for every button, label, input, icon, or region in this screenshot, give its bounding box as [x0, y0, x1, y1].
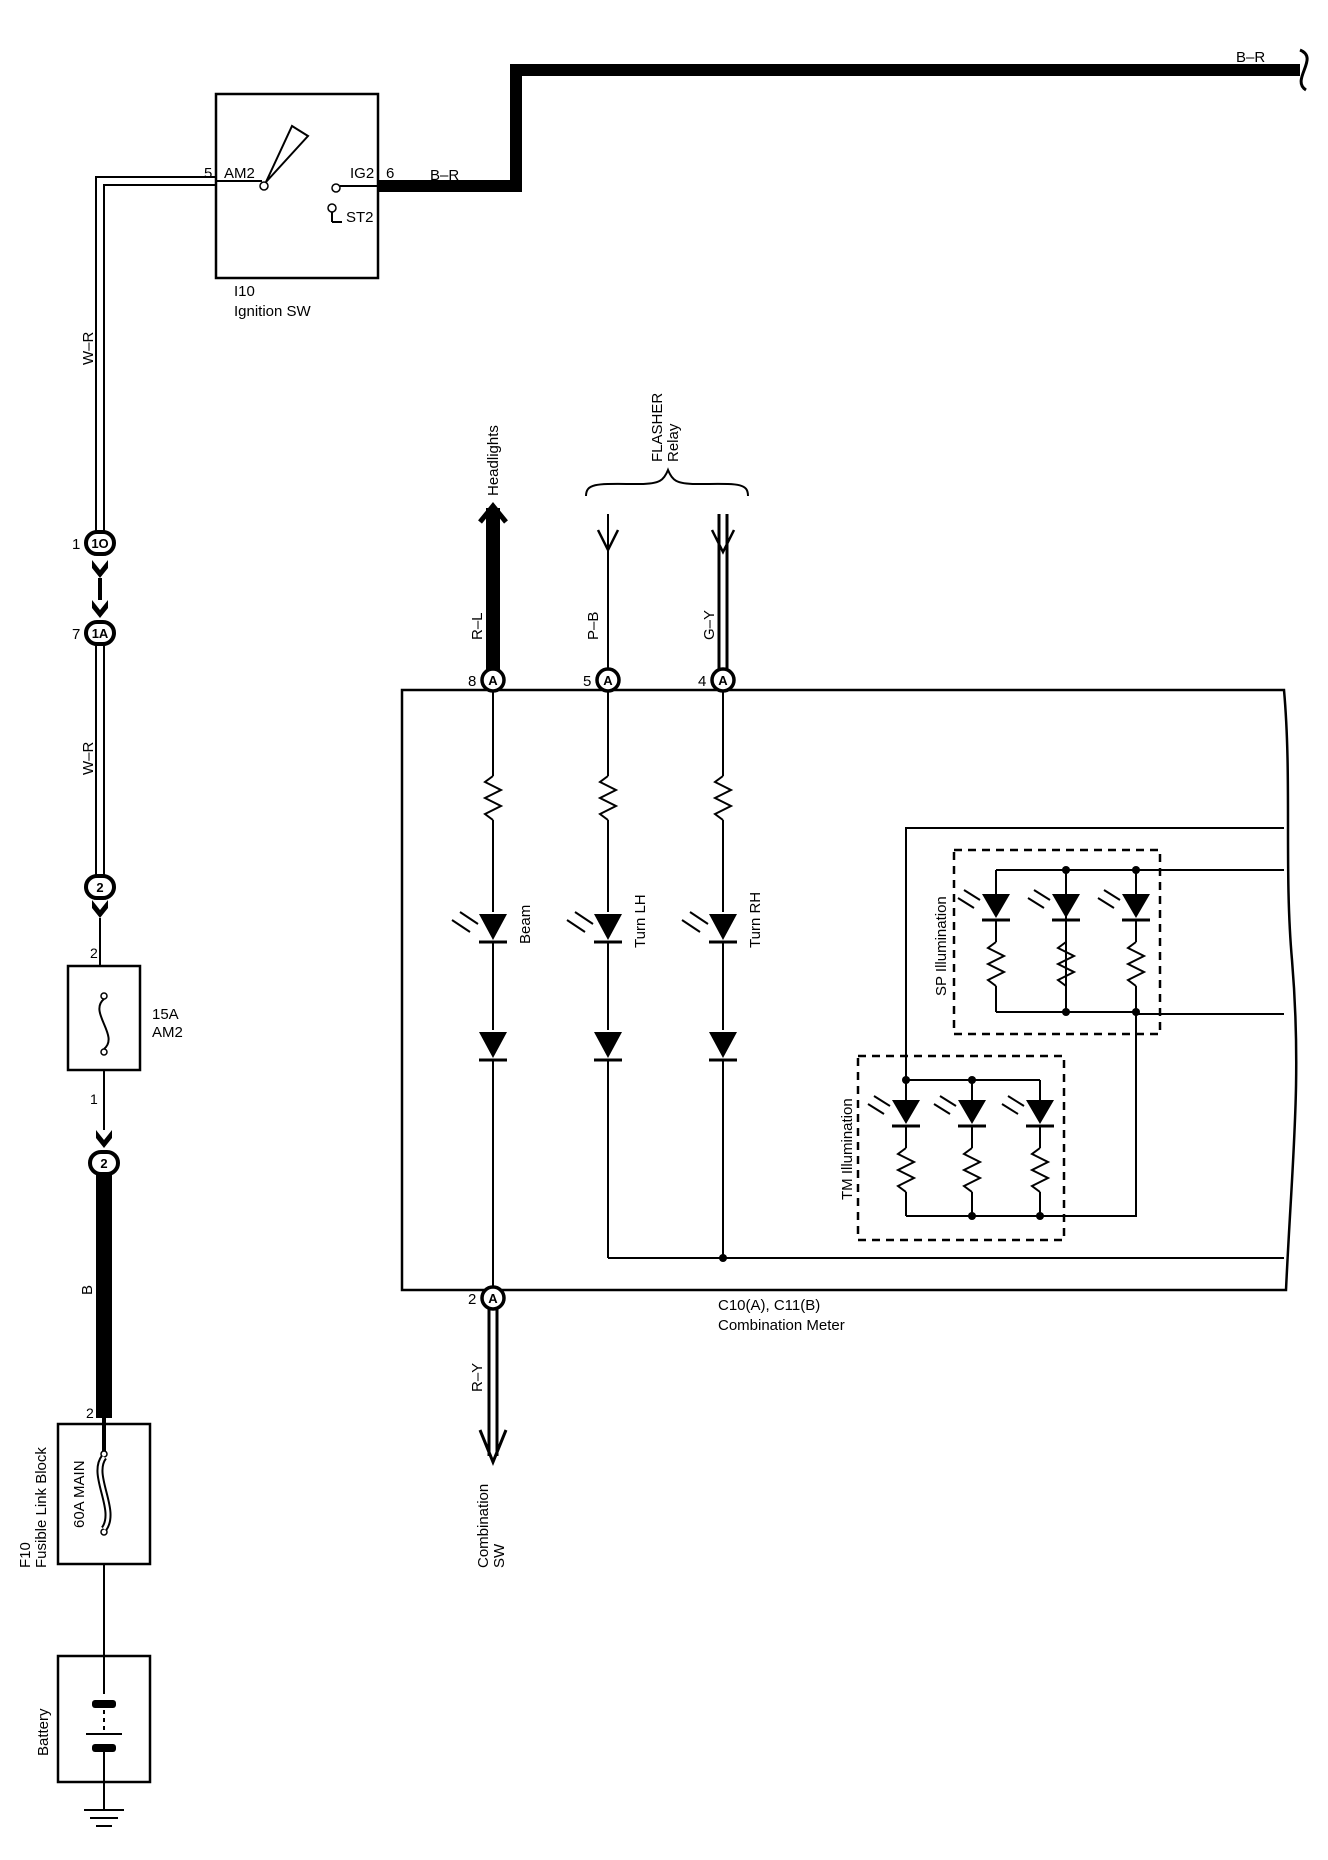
- wire-b: [96, 1174, 112, 1418]
- label-sp-illumination: SP Illumination: [933, 896, 950, 996]
- wire-label-p-b: P–B: [585, 612, 602, 640]
- dest-flasher-1: FLASHER: [649, 393, 666, 462]
- connector-1o: 1O 1: [72, 530, 116, 556]
- connector-mate-arrow-2: [92, 600, 108, 618]
- wire-label-g-y: G–Y: [701, 610, 718, 640]
- wire-w-r-upper: [95, 176, 222, 532]
- connector-mate-arrow-4: [96, 1130, 112, 1148]
- led-turn-lh: Turn LH: [566, 894, 649, 948]
- diode-turn-rh: [709, 1032, 737, 1062]
- wire-b-r: B–R B–R: [378, 48, 1309, 192]
- wire-label-b: B: [79, 1285, 96, 1295]
- ignition-switch: 5 AM2 IG2 6 ST2 I10 Ignition SW: [204, 92, 394, 320]
- connector-1a-label: 1A: [92, 626, 109, 641]
- wire-w-r-middle: [95, 644, 105, 876]
- connector-mate-arrow-3: [92, 900, 108, 918]
- diode-turn-lh: [594, 1032, 622, 1062]
- ignition-switch-id: I10: [234, 283, 255, 300]
- fuse-am2-pin-bottom: 1: [90, 1091, 98, 1107]
- diode-beam: [479, 1032, 507, 1062]
- wire-label-r-l: R–L: [469, 612, 486, 640]
- meter-name: Combination Meter: [718, 1317, 845, 1334]
- meter-pin-2-conn: A: [488, 1291, 498, 1306]
- ignition-pin-am2: AM2: [224, 165, 255, 182]
- fuse-am2-name: AM2: [152, 1024, 183, 1041]
- ignition-pin-6: 6: [386, 165, 394, 182]
- wire-label-b-r-ignition: B–R: [430, 167, 459, 184]
- wire-g-y: G–Y: [701, 514, 736, 676]
- led-beam: Beam: [451, 905, 534, 944]
- combination-meter: A 8 A 5 A 4 A 2: [400, 667, 1298, 1334]
- connector-1a: 1A 7: [72, 620, 116, 646]
- dest-flasher-2: Relay: [665, 423, 682, 462]
- meter-pin-4-num: 4: [698, 673, 706, 690]
- label-turn-lh: Turn LH: [632, 894, 649, 948]
- fusible-link-id: F10: [17, 1542, 34, 1568]
- battery-label: Battery: [35, 1708, 52, 1756]
- led-turn-rh: Turn RH: [681, 892, 764, 948]
- fuse-am2: 2 1 15A AM2: [66, 945, 183, 1107]
- meter-pin-8-num: 8: [468, 673, 476, 690]
- connector-mate-arrow-1: [92, 560, 108, 578]
- connector-1o-label: 1O: [91, 536, 108, 551]
- ignition-pin-st2: ST2: [346, 209, 374, 226]
- fuse-am2-rating: 15A: [152, 1006, 179, 1023]
- wire-label-b-r-top: B–R: [1236, 49, 1265, 66]
- connector-2-lower-label: 2: [100, 1156, 107, 1171]
- sp-illumination: SP Illumination: [933, 848, 1162, 1036]
- meter-pin-5: A 5: [583, 667, 621, 693]
- wire-label-w-r-upper: W–R: [80, 332, 97, 366]
- wire-p-b: P–B: [585, 514, 620, 676]
- label-turn-rh: Turn RH: [747, 892, 764, 948]
- ignition-switch-name: Ignition SW: [234, 303, 312, 320]
- meter-pin-4-conn: A: [718, 673, 728, 688]
- fuse-am2-pin-top: 2: [90, 945, 98, 961]
- tm-illumination: TM Illumination: [839, 1054, 1066, 1242]
- fusible-link-block: 2 60A MAIN F10 Fusible Link Block: [17, 1405, 152, 1568]
- meter-pin-2-num: 2: [468, 1291, 476, 1308]
- fusible-link-name: Fusible Link Block: [33, 1447, 50, 1568]
- power-feed-wiring: W–R 1O 1 1A 7 W–R 2: [17, 176, 222, 1827]
- wire-r-y: R–Y Combination SW: [469, 1309, 508, 1568]
- dest-combination-sw-1: Combination: [475, 1484, 492, 1568]
- meter-pin-2: A 2: [468, 1285, 506, 1311]
- ignition-pin-ig2: IG2: [350, 165, 374, 182]
- connector-2-lower: 2: [88, 1150, 120, 1176]
- meter-pin-5-conn: A: [603, 673, 613, 688]
- fusible-link-rating: 60A MAIN: [71, 1460, 88, 1528]
- connector-2-upper: 2: [84, 874, 116, 900]
- wire-r-l: R–L: [469, 502, 508, 676]
- meter-pin-8: A 8: [468, 667, 506, 693]
- flasher-brace: [585, 467, 749, 497]
- wire-label-w-r-middle: W–R: [80, 742, 97, 776]
- ignition-pin-5: 5: [204, 165, 212, 182]
- label-beam: Beam: [517, 905, 534, 944]
- meter-pin-4: A 4: [698, 667, 736, 693]
- dest-combination-sw-2: SW: [491, 1543, 508, 1568]
- connector-2-upper-label: 2: [96, 880, 103, 895]
- wire-label-r-y: R–Y: [469, 1363, 486, 1392]
- ground-symbol: [84, 1782, 124, 1827]
- battery: Battery: [35, 1654, 152, 1784]
- label-tm-illumination: TM Illumination: [839, 1098, 856, 1200]
- meter-pin-8-conn: A: [488, 673, 498, 688]
- connector-1o-pin: 1: [72, 536, 80, 553]
- meter-id: C10(A), C11(B): [718, 1297, 820, 1314]
- connector-1a-pin: 7: [72, 626, 80, 643]
- meter-pin-5-num: 5: [583, 673, 591, 690]
- dest-headlights: Headlights: [485, 425, 502, 496]
- fusible-link-pin-top: 2: [86, 1405, 94, 1421]
